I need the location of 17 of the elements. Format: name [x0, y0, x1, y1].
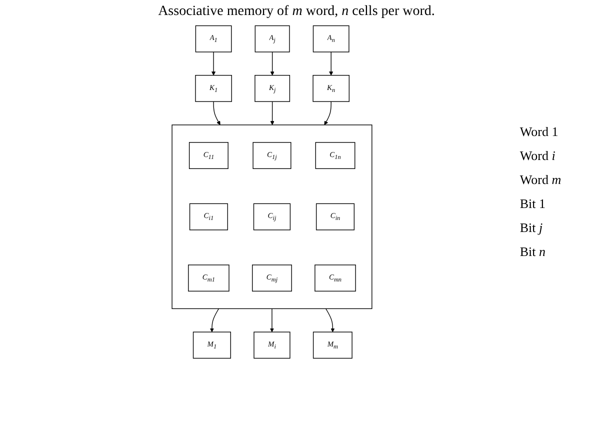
arrow	[270, 101, 274, 126]
arrow	[213, 101, 220, 126]
row-column-label: Bit j	[520, 220, 544, 236]
arrow	[325, 308, 335, 332]
arrow	[210, 308, 219, 332]
arrow	[270, 52, 274, 76]
diagram-title: Associative memory of m word, n cells per word.	[157, 4, 436, 20]
row-column-label: Bit n	[520, 244, 547, 260]
row-column-label: Bit 1	[520, 196, 547, 212]
row-column-label: Word i	[520, 148, 556, 164]
arrow	[328, 52, 334, 76]
row-column-label: Word 1	[520, 124, 560, 140]
arrow	[211, 52, 216, 76]
row-column-label: Word m	[520, 172, 562, 188]
arrow	[324, 101, 332, 126]
arrow	[270, 308, 274, 332]
cluster	[172, 124, 372, 310]
